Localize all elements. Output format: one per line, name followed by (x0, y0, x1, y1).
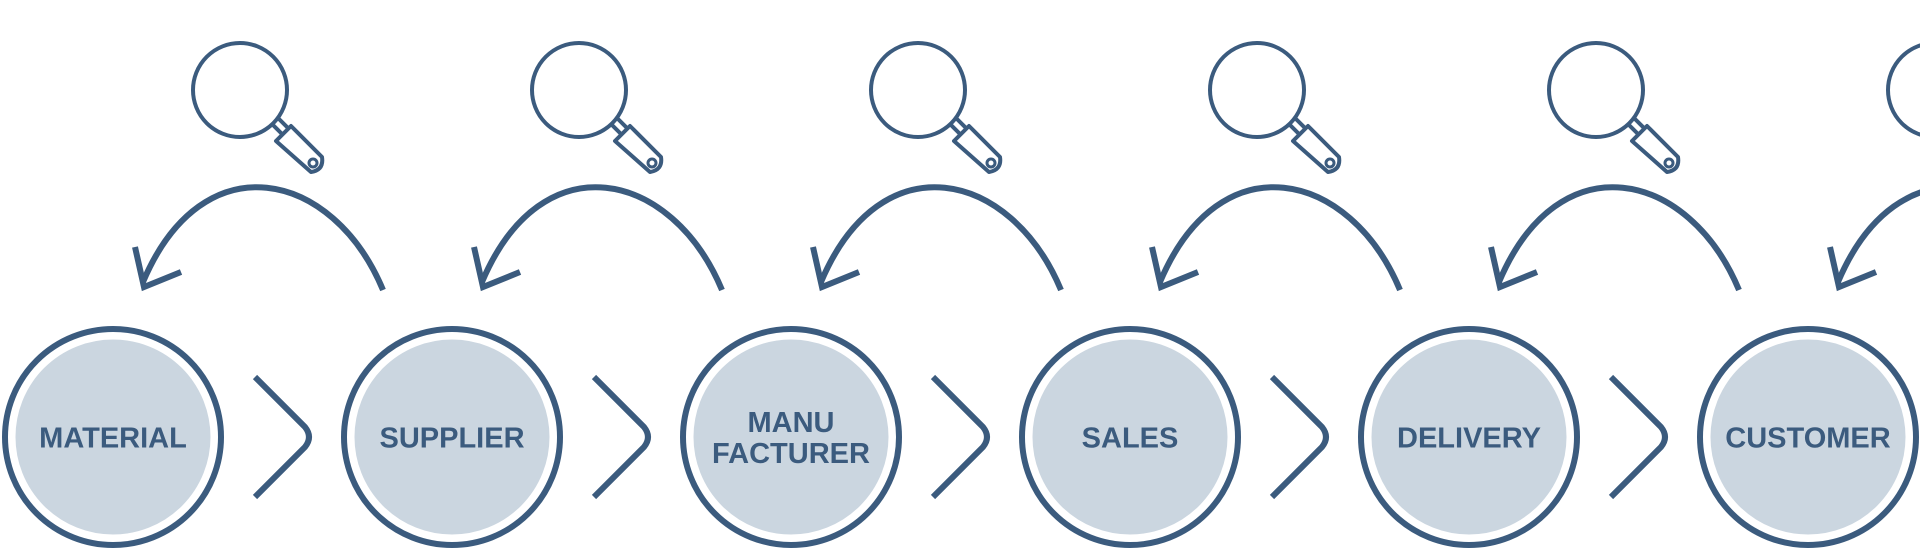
node-fill (351, 336, 553, 538)
curved-arrow-left-icon (140, 184, 386, 292)
process-node: SALES (1019, 326, 1241, 548)
process-node: SUPPLIER (341, 326, 563, 548)
magnifying-glass-icon (530, 41, 664, 174)
node-label: FACTURER (712, 438, 870, 470)
node-label: SUPPLIER (379, 423, 524, 455)
chevron-group (252, 374, 1668, 500)
chevron-right-icon (930, 374, 990, 500)
process-node: DELIVERY (1358, 326, 1580, 548)
arrowhead-icon (810, 246, 861, 292)
arrowhead-icon (471, 246, 522, 292)
node-fill (1029, 336, 1231, 538)
node-label: DELIVERY (1397, 423, 1541, 455)
magnifying-glass-icon (869, 41, 1003, 174)
node-fill (690, 336, 892, 538)
magnifying-glass-icon (1547, 41, 1681, 174)
magnifying-glass-icon (1886, 43, 1920, 137)
process-node: CUSTOMER (1697, 326, 1919, 548)
magnifier-group (191, 41, 1920, 174)
curved-arrow-left-icon (1157, 184, 1403, 292)
node-label: CUSTOMER (1725, 423, 1890, 455)
curved-arrow-left-icon (818, 184, 1064, 292)
process-node: MATERIAL (2, 326, 224, 548)
chevron-right-icon (1269, 374, 1329, 500)
arrowhead-icon (132, 246, 183, 292)
node-fill (12, 336, 214, 538)
handle-hole (307, 157, 319, 169)
arrowhead-icon (1488, 246, 1539, 292)
curved-arrow-left-icon (1835, 189, 1920, 284)
handle-hole (646, 157, 658, 169)
lens (1547, 41, 1645, 139)
chevron-right-icon (252, 374, 312, 500)
node-label: MANU (748, 407, 835, 439)
node-fill (1707, 336, 1909, 538)
chevron-right-icon (1608, 374, 1668, 500)
node-label: SALES (1082, 423, 1179, 455)
lens (1208, 41, 1306, 139)
node-label: MATERIAL (39, 423, 187, 455)
arrowhead-icon (1827, 246, 1878, 292)
node-fill (1368, 336, 1570, 538)
handle-hole (1663, 157, 1675, 169)
curved-arrow-left-icon (1496, 184, 1742, 292)
feedback-arrow-group (132, 184, 1920, 292)
lens (530, 41, 628, 139)
handle-hole (1324, 157, 1336, 169)
lens (191, 41, 289, 139)
lens (869, 41, 967, 139)
magnifying-glass-icon (1208, 41, 1342, 174)
magnifying-glass-icon (191, 41, 325, 174)
handle-hole (985, 157, 997, 169)
lens (1886, 43, 1920, 137)
curved-arrow-left-icon (479, 184, 725, 292)
arrowhead-icon (1149, 246, 1200, 292)
chevron-right-icon (591, 374, 651, 500)
